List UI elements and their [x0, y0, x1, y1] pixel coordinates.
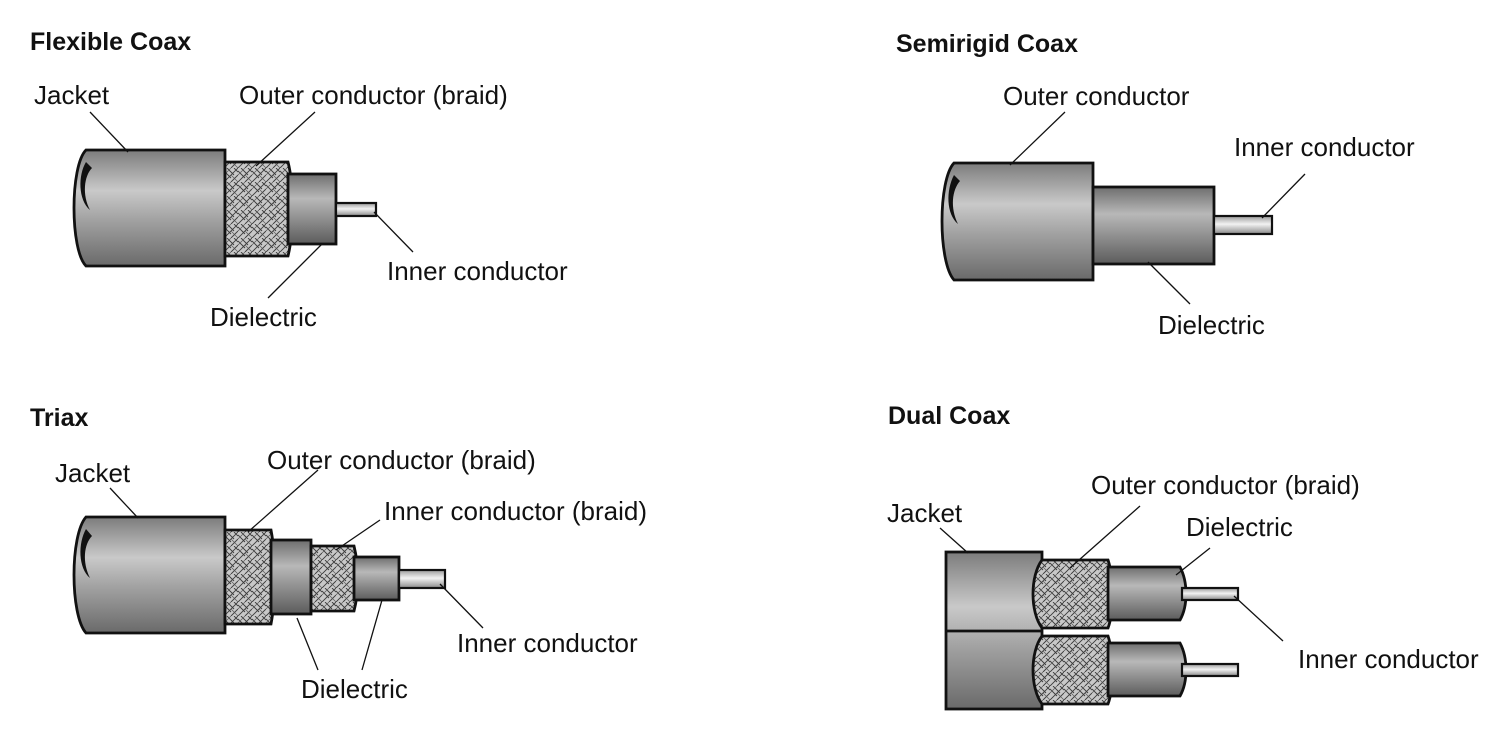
dual-coax-diagram: Dual Coax Jacket Outer conductor (braid)…	[887, 402, 1479, 711]
label-outer-conductor: Outer conductor	[1003, 81, 1190, 111]
leader-line	[1175, 547, 1211, 576]
leader-line	[335, 519, 381, 551]
leader-line	[267, 243, 323, 299]
flexible-braid	[223, 160, 294, 258]
leader-line	[1233, 595, 1284, 642]
label-outer-conductor: Outer conductor (braid)	[239, 80, 508, 110]
leader-line	[89, 111, 129, 153]
label-outer-conductor: Outer conductor (braid)	[267, 445, 536, 475]
semirigid-dielectric	[1091, 185, 1216, 266]
leader-line	[109, 487, 139, 519]
label-jacket: Jacket	[34, 80, 110, 110]
leader-line	[1147, 261, 1191, 305]
label-dielectric: Dielectric	[301, 674, 408, 704]
triax-inner-braid	[309, 544, 360, 613]
label-dielectric: Dielectric	[1158, 310, 1265, 340]
label-inner-conductor: Inner conductor	[387, 256, 568, 286]
semirigid-cut-end	[948, 175, 960, 224]
semirigid-outer-conductor	[940, 161, 1095, 282]
flexible-coax-title: Flexible Coax	[30, 28, 191, 56]
triax-dielectric-inner	[352, 555, 401, 602]
leader-line	[247, 469, 319, 533]
label-inner-conductor-braid: Inner conductor (braid)	[384, 496, 647, 526]
leader-line	[939, 527, 969, 554]
triax-jacket-cut-end	[80, 529, 92, 578]
dual-bottom-braid	[1031, 634, 1114, 706]
flexible-jacket	[72, 148, 227, 268]
flexible-coax-diagram: Flexible Coax Jacket Outer conductor (br…	[30, 28, 568, 332]
flexible-jacket-cut-end	[80, 162, 92, 210]
dual-top-dielectric	[1106, 565, 1188, 622]
dual-top-inner-wire	[1180, 586, 1240, 602]
label-inner-conductor: Inner conductor	[1298, 644, 1479, 674]
flexible-dielectric	[286, 172, 338, 246]
triax-diagram: Triax Jacket Outer conductor (braid) Inn…	[30, 404, 647, 704]
label-jacket: Jacket	[55, 458, 131, 488]
leader-line	[1261, 173, 1306, 219]
label-jacket: Jacket	[887, 498, 963, 528]
flexible-inner-wire	[334, 201, 378, 218]
leader-line	[255, 111, 316, 167]
leader-line	[373, 211, 414, 253]
leader-line	[1069, 505, 1141, 569]
leader-line	[296, 617, 319, 671]
label-dielectric: Dielectric	[1186, 512, 1293, 542]
leader-line	[439, 583, 484, 629]
dual-bottom-dielectric	[1106, 641, 1188, 698]
triax-outer-braid	[223, 528, 277, 626]
label-dielectric: Dielectric	[210, 302, 317, 332]
leader-line	[361, 599, 383, 671]
triax-jacket	[72, 515, 227, 635]
semirigid-inner-wire	[1212, 214, 1274, 236]
dual-coax-title: Dual Coax	[888, 402, 1010, 430]
label-inner-conductor: Inner conductor	[457, 628, 638, 658]
label-outer-conductor: Outer conductor (braid)	[1091, 470, 1360, 500]
triax-dielectric-outer	[269, 538, 313, 616]
dual-bottom-inner-wire	[1180, 662, 1240, 678]
leader-line	[1009, 111, 1066, 166]
triax-title: Triax	[30, 404, 88, 432]
dual-top-braid	[1031, 558, 1114, 630]
triax-inner-wire	[397, 568, 447, 590]
label-inner-conductor: Inner conductor	[1234, 132, 1415, 162]
semirigid-coax-diagram: Semirigid Coax Outer conductor Inner con…	[896, 30, 1415, 340]
semirigid-coax-title: Semirigid Coax	[896, 30, 1078, 58]
